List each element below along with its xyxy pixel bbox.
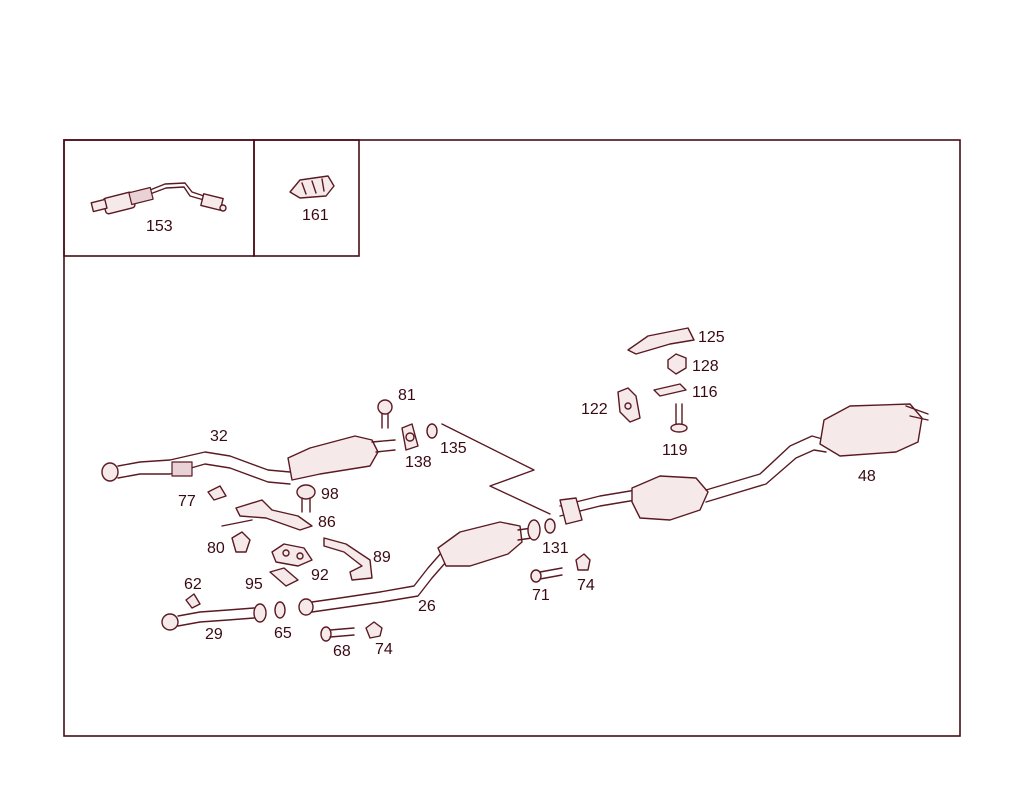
bracket-89-drawing (323, 537, 373, 581)
clamp-drawing (289, 175, 335, 199)
part-label-81: 81 (398, 387, 416, 404)
part-label-29: 29 (205, 626, 223, 643)
ring-135-drawing (426, 423, 438, 439)
center-pipe-drawing (559, 435, 827, 525)
bracket-125-drawing (627, 327, 695, 355)
part-label-138: 138 (405, 454, 432, 471)
front-pipe-32-drawing (101, 435, 396, 485)
gasket-131-drawing (527, 519, 541, 541)
part-label-98: 98 (321, 486, 339, 503)
bolt-81-drawing (377, 399, 393, 429)
part-label-62: 62 (184, 576, 202, 593)
part-label-48: 48 (858, 468, 876, 485)
part-label-74-upper: 74 (577, 577, 595, 594)
nut-74b-drawing (365, 621, 383, 639)
bolt-98-drawing (296, 484, 316, 513)
bolt-71-drawing (530, 567, 563, 583)
part-label-89: 89 (373, 549, 391, 566)
nut-74a-drawing (575, 553, 591, 571)
part-label-77: 77 (178, 493, 196, 510)
bolt-68-drawing (320, 626, 355, 642)
part-label-122: 122 (581, 401, 608, 418)
part-label-135: 135 (440, 440, 467, 457)
leader-line (441, 423, 551, 515)
part-label-80: 80 (207, 540, 225, 557)
rear-muffler-48-drawing (819, 403, 929, 457)
bracket-77-drawing (207, 485, 227, 501)
bolt-62-drawing (185, 593, 201, 609)
part-label-95: 95 (245, 576, 263, 593)
bracket-86-drawing (221, 499, 313, 531)
bracket-95-drawing (269, 567, 299, 587)
part-label-116: 116 (692, 384, 718, 401)
rubber-mount-122-drawing (617, 387, 641, 423)
part-label-32: 32 (210, 428, 228, 445)
part-label-71: 71 (532, 587, 550, 604)
inset-box-161 (253, 139, 360, 257)
bolt-119-drawing (670, 403, 688, 433)
part-label-26: 26 (418, 598, 436, 615)
part-label-128: 128 (692, 358, 719, 375)
part-label-131: 131 (542, 540, 569, 557)
front-pipe-29-drawing (161, 603, 267, 631)
part-label-68: 68 (333, 643, 351, 660)
nut-80-drawing (231, 531, 251, 553)
nut-128-drawing (667, 353, 687, 375)
diagram-frame (63, 139, 961, 737)
part-label-74-lower: 74 (375, 641, 393, 658)
part-label-92: 92 (311, 567, 329, 584)
oxygen-sensor-drawing (90, 182, 227, 215)
part-label-125: 125 (698, 329, 725, 346)
inset-label-161: 161 (302, 207, 329, 224)
intermediate-pipe-26-drawing (298, 521, 533, 616)
bracket-116-drawing (653, 383, 687, 397)
part-label-86: 86 (318, 514, 336, 531)
gasket-138-drawing (401, 423, 419, 451)
ring-131-drawing (544, 518, 556, 534)
mount-92-drawing (271, 543, 313, 567)
part-label-119: 119 (662, 442, 688, 459)
ring-65-drawing (274, 601, 286, 619)
inset-label-153: 153 (146, 218, 173, 235)
part-label-65: 65 (274, 625, 292, 642)
inset-box-153 (63, 139, 255, 257)
